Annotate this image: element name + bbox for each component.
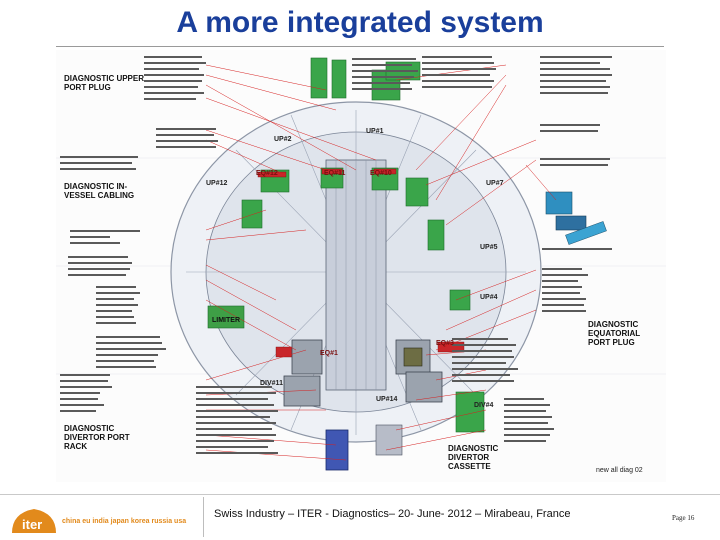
port-label: EQ#3: [436, 340, 454, 347]
port-label: DIV#4: [474, 402, 494, 409]
label-divertor-port-rack: DIAGNOSTIC DIVERTOR PORT RACK: [64, 424, 130, 451]
page-number: Page 16: [672, 514, 695, 522]
label-in-vessel-cabling: DIAGNOSTIC IN-VESSEL CABLING: [64, 182, 135, 200]
port-label: EQ#1: [320, 350, 338, 357]
port-label: EQ#12: [256, 170, 278, 177]
footer-text: Swiss Industry – ITER - Diagnostics– 20-…: [214, 508, 571, 520]
logo-word: iter: [22, 517, 42, 532]
port-label: UP#1: [366, 128, 384, 135]
port-label: DIV#11: [260, 380, 283, 387]
label-divertor-cassette: DIAGNOSTIC DIVERTOR CASSETTE: [448, 444, 499, 471]
port-label: UP#14: [376, 396, 398, 403]
port-label: UP#2: [274, 136, 292, 143]
logo-tagline: china eu india japan korea russia usa: [62, 518, 187, 525]
label-equatorial-port-plug: DIAGNOSTIC EQUATORIAL PORT PLUG: [588, 320, 641, 347]
label-limiter: LIMITER: [212, 317, 240, 324]
port-label: UP#5: [480, 244, 498, 251]
tokamak-diagram: [56, 56, 666, 471]
port-label: UP#12: [206, 180, 228, 187]
port-label: EQ#11: [324, 170, 346, 177]
port-label: EQ#10: [370, 170, 392, 177]
footer-separator: [203, 497, 204, 537]
footer-divider: [0, 494, 720, 495]
port-label: UP#4: [480, 294, 498, 301]
title-divider: [56, 46, 664, 47]
port-label: UP#7: [486, 180, 504, 187]
label-upper-port-plug: DIAGNOSTIC UPPER PORT PLUG: [64, 74, 145, 92]
iter-logo: iter: [12, 509, 56, 533]
figure-credit: new all diag 02: [596, 467, 643, 474]
diagnostics-figure: DIAGNOSTIC UPPER PORT PLUG DIAGNOSTIC IN…: [56, 50, 666, 482]
slide-title: A more integrated system: [176, 6, 544, 39]
